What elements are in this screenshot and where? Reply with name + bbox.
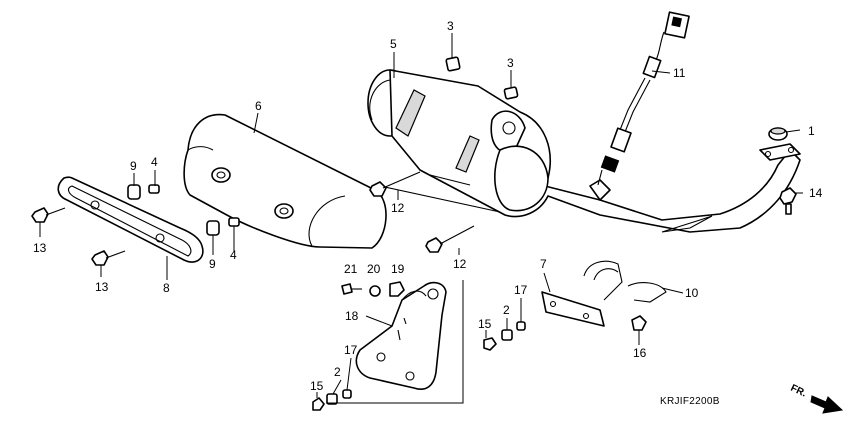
callout-12-lower: 12: [453, 257, 467, 271]
callout-17-left: 17: [344, 343, 358, 357]
hanger-fasteners: [483, 315, 647, 351]
callout-3-lower: 3: [507, 56, 514, 70]
callout-21: 21: [344, 262, 358, 276]
callout-13-lower: 13: [95, 280, 109, 294]
callout-14: 14: [809, 186, 823, 200]
callout-6: 6: [255, 99, 262, 113]
callout-7: 7: [540, 257, 547, 271]
callout-9-upper: 9: [130, 159, 137, 173]
exhaust-pipe-gasket: [768, 127, 788, 141]
callout-15-right: 15: [478, 317, 492, 331]
callout-9-lower: 9: [209, 257, 216, 271]
exhaust-hanger: [541, 260, 667, 327]
front-label: FR.: [789, 383, 808, 400]
callout-20: 20: [367, 262, 381, 276]
muffler-mount-bolts: [369, 171, 475, 253]
front-direction-indicator: FR.: [789, 383, 844, 414]
oxygen-sensor: [597, 11, 690, 186]
callout-19: 19: [391, 262, 405, 276]
callout-1: 1: [808, 124, 815, 138]
callout-2-right: 2: [503, 303, 510, 317]
muffler-mount-rubber: [127, 184, 240, 236]
callout-10: 10: [685, 286, 699, 300]
stay-fasteners: [312, 281, 405, 411]
muffler-band-plate: [57, 176, 204, 263]
exhaust-muffler: [367, 69, 801, 233]
callout-4-lower: 4: [230, 248, 237, 262]
callout-2-left: 2: [334, 365, 341, 379]
callout-18: 18: [345, 309, 359, 323]
leader-lines: [39, 33, 803, 398]
callout-8: 8: [163, 281, 170, 295]
callout-15-left: 15: [310, 379, 324, 393]
callout-13-left: 13: [33, 241, 47, 255]
callout-5: 5: [390, 37, 397, 51]
front-arrow-icon: [810, 395, 844, 414]
callout-11: 11: [673, 66, 686, 80]
muffler-stay: [355, 281, 447, 390]
callout-numbers: 1 14 11 5 6 3 3 4 9 13 13 8 9 4 12 12 7 …: [33, 19, 823, 393]
callout-3-upper: 3: [447, 19, 454, 33]
muffler-protector: [183, 113, 387, 249]
flange-nut: [779, 187, 797, 215]
callout-4-upper: 4: [151, 155, 158, 169]
pipe-flange: [759, 143, 801, 161]
callout-16: 16: [633, 346, 647, 360]
figure-code: KRJIF2200B: [660, 396, 720, 407]
callout-12-upper: 12: [391, 201, 405, 215]
mounting-bolts: [31, 207, 126, 266]
clips: [445, 56, 519, 100]
callout-17-right: 17: [514, 283, 528, 297]
